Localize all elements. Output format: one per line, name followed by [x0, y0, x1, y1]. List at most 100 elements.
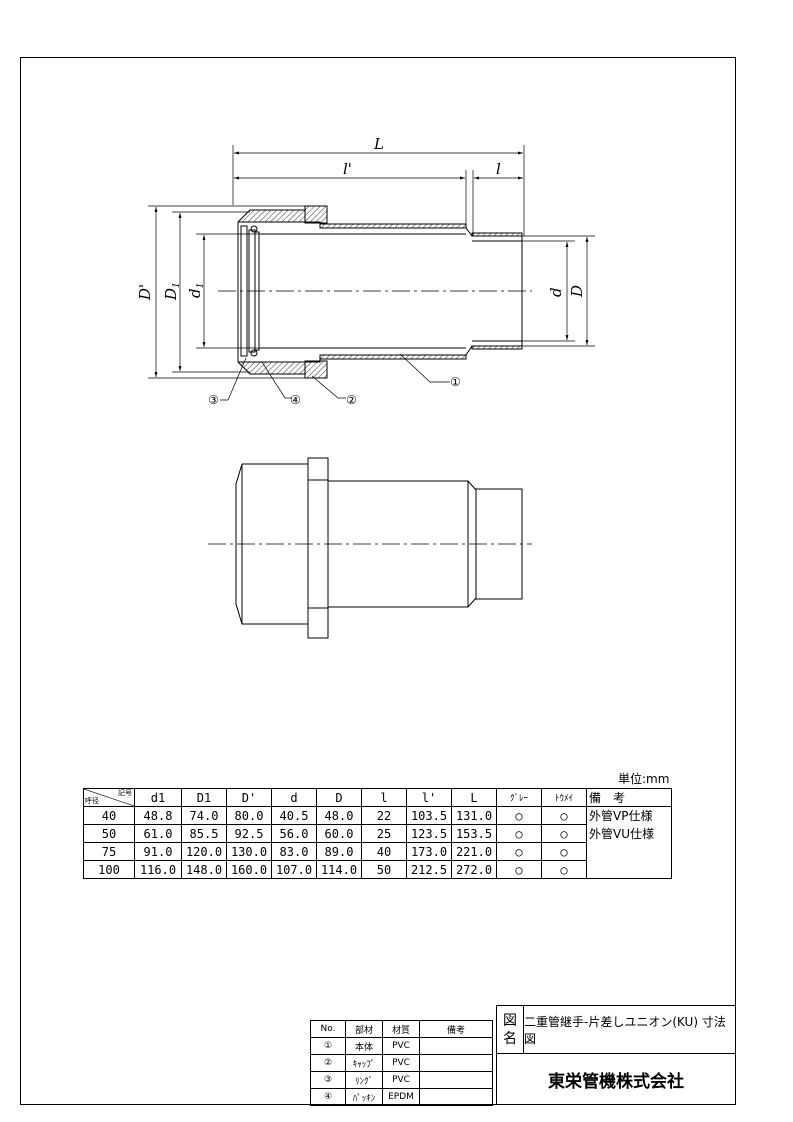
value-cell: 173.0	[406, 842, 452, 861]
balloon-4: ④	[290, 393, 301, 407]
size-cell: 50	[83, 824, 135, 843]
part-no: ④	[310, 1088, 346, 1106]
value-cell: 40	[361, 842, 407, 861]
col-header: D'	[226, 788, 272, 807]
part-name: ﾊﾟｯｷﾝ	[345, 1088, 383, 1106]
value-cell: 92.5	[226, 824, 272, 843]
value-cell: ○	[496, 860, 542, 879]
col-header: d	[271, 788, 317, 807]
balloon-2: ②	[346, 393, 357, 407]
value-cell: 148.0	[181, 860, 227, 879]
col-header-remarks: 備 考	[586, 788, 672, 807]
parts-row: ① 本体 PVC	[310, 1037, 493, 1055]
balloon-1: ①	[450, 375, 461, 389]
drawing-title: 二重管継手-片差しユニオン(KU) 寸法図	[523, 1005, 736, 1054]
table-header-row: 記号 呼径 d1 D1 D' d D l l' L ｸﾞﾚｰ ﾄｳﾒｲ 備 考	[83, 788, 672, 807]
value-cell: 123.5	[406, 824, 452, 843]
table-row: 40 48.8 74.0 80.0 40.5 48.0 22 103.5 131…	[83, 806, 672, 825]
table-row: 75 91.0 120.0 130.0 83.0 89.0 40 173.0 2…	[83, 842, 672, 861]
value-cell: 114.0	[316, 860, 362, 879]
unit-label: 単位:mm	[618, 772, 670, 786]
value-cell: 131.0	[451, 806, 497, 825]
value-cell: 48.8	[134, 806, 182, 825]
part-no: ③	[310, 1071, 346, 1089]
parts-table: No. 部材 材質 備考 ① 本体 PVC ② ｷｬｯﾌﾟ PVC ③ ﾘﾝｸﾞ…	[310, 1020, 493, 1106]
value-cell: 116.0	[134, 860, 182, 879]
value-cell: 74.0	[181, 806, 227, 825]
table-row: 50 61.0 85.5 92.5 56.0 60.0 25 123.5 153…	[83, 824, 672, 879]
value-cell: ○	[496, 806, 542, 825]
col-header: l'	[406, 788, 452, 807]
value-cell: 221.0	[451, 842, 497, 861]
value-cell: ○	[496, 842, 542, 861]
part-note	[419, 1054, 493, 1072]
size-cell: 100	[83, 860, 135, 879]
part-name: 本体	[345, 1037, 383, 1055]
remark-cell: 外管VU仕様	[586, 824, 672, 879]
part-note	[419, 1037, 493, 1055]
part-name: ﾘﾝｸﾞ	[345, 1071, 383, 1089]
part-material: PVC	[382, 1054, 420, 1072]
value-cell: ○	[541, 842, 587, 861]
title-block-label: 図 名	[496, 1005, 524, 1054]
value-cell: ○	[541, 824, 587, 843]
dim-label-D1: D1	[162, 282, 182, 301]
col-header: l	[361, 788, 407, 807]
parts-header-row: No. 部材 材質 備考	[310, 1020, 493, 1038]
col-header: d1	[134, 788, 182, 807]
value-cell: 160.0	[226, 860, 272, 879]
part-name: ｷｬｯﾌﾟ	[345, 1054, 383, 1072]
value-cell: 89.0	[316, 842, 362, 861]
value-cell: 153.5	[451, 824, 497, 843]
value-cell: 272.0	[451, 860, 497, 879]
value-cell: 60.0	[316, 824, 362, 843]
value-cell: 48.0	[316, 806, 362, 825]
size-cell: 40	[83, 806, 135, 825]
value-cell: 22	[361, 806, 407, 825]
parts-header: No.	[310, 1020, 346, 1038]
parts-header: 材質	[382, 1020, 420, 1038]
corner-cell: 記号 呼径	[83, 788, 135, 807]
title-block: 図 名 二重管継手-片差しユニオン(KU) 寸法図 東栄管機株式会社	[496, 1005, 736, 1105]
dim-label-D-prime: D'	[136, 284, 154, 301]
part-material: PVC	[382, 1071, 420, 1089]
title-label-bottom: 名	[503, 1031, 517, 1047]
part-material: EPDM	[382, 1088, 420, 1106]
corner-bottom-label: 呼径	[85, 797, 99, 805]
balloon-3: ③	[208, 393, 219, 407]
col-header: ｸﾞﾚｰ	[496, 788, 542, 807]
dim-label-D: D	[568, 285, 586, 298]
value-cell: 56.0	[271, 824, 317, 843]
dim-label-d1: d1	[186, 283, 206, 298]
value-cell: 61.0	[134, 824, 182, 843]
value-cell: 91.0	[134, 842, 182, 861]
dim-label-l: l	[496, 160, 501, 178]
dim-label-l-prime: l'	[343, 160, 352, 178]
parts-row: ④ ﾊﾟｯｷﾝ EPDM	[310, 1088, 493, 1106]
dim-label-d: d	[547, 287, 565, 297]
title-label-top: 図	[503, 1013, 517, 1029]
dimension-lines	[148, 145, 595, 401]
value-cell: 120.0	[181, 842, 227, 861]
remark-cell: 外管VP仕様	[586, 806, 672, 825]
col-header: D	[316, 788, 362, 807]
part-note	[419, 1071, 493, 1089]
section-view	[218, 205, 532, 379]
value-cell: 80.0	[226, 806, 272, 825]
value-cell: 40.5	[271, 806, 317, 825]
part-no: ①	[310, 1037, 346, 1055]
part-note	[419, 1088, 493, 1106]
value-cell: 107.0	[271, 860, 317, 879]
part-no: ②	[310, 1054, 346, 1072]
value-cell: ○	[496, 824, 542, 843]
col-header: D1	[181, 788, 227, 807]
parts-header: 部材	[345, 1020, 383, 1038]
corner-top-label: 記号	[118, 789, 132, 797]
external-view	[208, 457, 532, 639]
table-row: 100 116.0 148.0 160.0 107.0 114.0 50 212…	[83, 860, 672, 879]
value-cell: 25	[361, 824, 407, 843]
col-header: L	[451, 788, 497, 807]
value-cell: ○	[541, 806, 587, 825]
col-header: ﾄｳﾒｲ	[541, 788, 587, 807]
